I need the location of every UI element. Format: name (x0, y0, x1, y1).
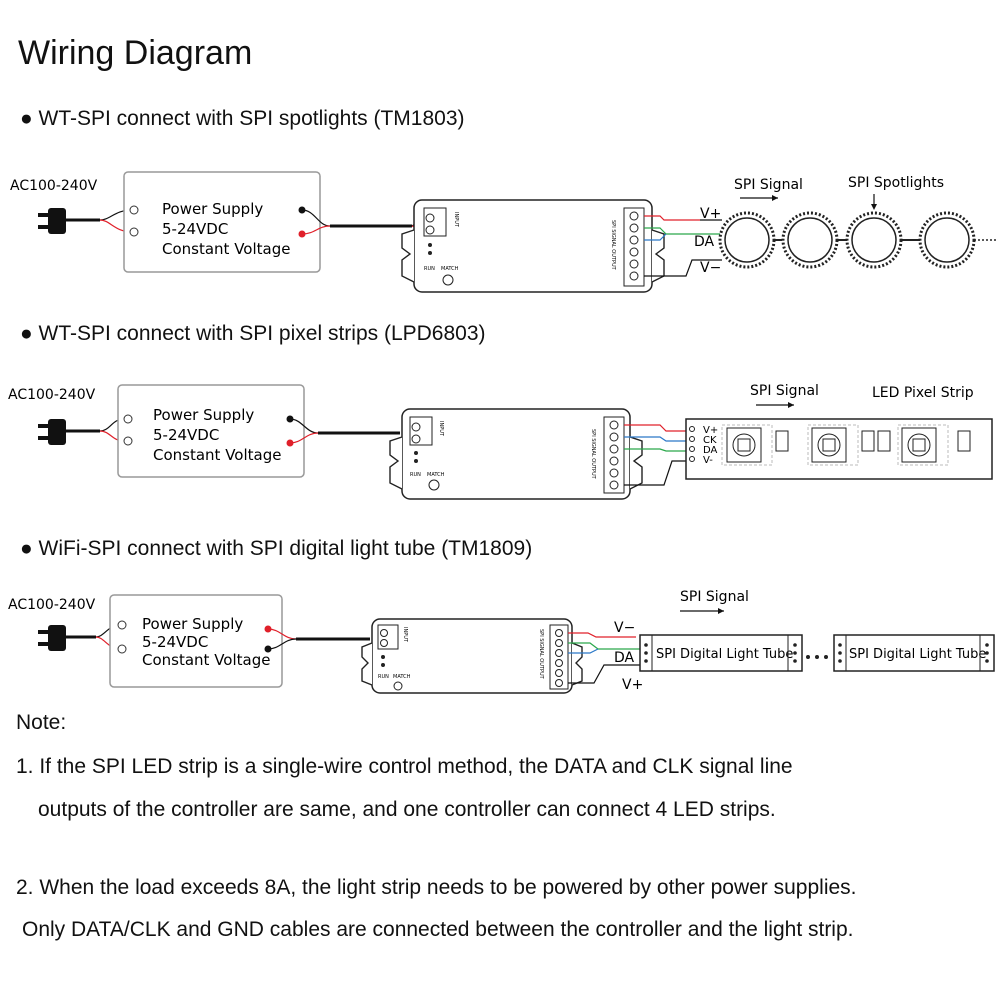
ps-label-3: Constant Voltage (162, 240, 290, 258)
bullet-section-3: ● WiFi-SPI connect with SPI digital ligh… (20, 537, 533, 560)
controller-input-label: INPUT (402, 627, 408, 643)
controller-output-label: SPI SIGNAL OUTPUT (610, 220, 616, 271)
spotlight (781, 211, 839, 269)
ps-label-1: Power Supply (153, 406, 254, 424)
pin-da: DA (703, 445, 718, 456)
controller-input-label: INPUT (453, 212, 459, 228)
power-plug-icon (38, 208, 100, 234)
ps-label-3: Constant Voltage (142, 651, 270, 669)
controller-output-label: SPI SIGNAL OUTPUT (590, 429, 596, 480)
pin-vminus: V− (614, 620, 635, 636)
spotlight (918, 211, 976, 269)
page-title: Wiring Diagram (18, 34, 253, 72)
signal-arrow-icon (788, 402, 794, 408)
controller-run-label: RUN (410, 472, 421, 478)
device-label: LED Pixel Strip (872, 385, 974, 401)
pin-da: DA (694, 234, 715, 250)
controller-unit: INPUT RUN MATCH SPI SIGNAL OUTPUT (401, 199, 665, 293)
pin-vminus: V− (700, 260, 721, 276)
controller-run-label: RUN (378, 674, 389, 680)
spi-signal-label: SPI Signal (680, 589, 749, 605)
light-tube: SPI Digital Light Tube (639, 634, 803, 672)
light-tube: SPI Digital Light Tube (833, 634, 995, 672)
device-label: SPI Spotlights (848, 175, 944, 191)
spi-signal-label: SPI Signal (734, 177, 803, 193)
ps-label-2: 5-24VDC (142, 633, 208, 651)
note-2-line-1: 2. When the load exceeds 8A, the light s… (16, 876, 857, 899)
power-plug-icon (38, 419, 100, 445)
pin-da: DA (614, 650, 635, 666)
note-2-line-2: Only DATA/CLK and GND cables are connect… (22, 918, 854, 941)
pointer-arrow-icon (871, 204, 877, 210)
bullet-section-1: ● WT-SPI connect with SPI spotlights (TM… (20, 107, 465, 130)
led-pixel-strip: V+ CK DA V- (685, 418, 993, 480)
power-plug-icon (38, 625, 96, 651)
diagram-light-tube: AC100-240V Power Supply 5-24VDC Constant… (8, 589, 995, 694)
ps-label-2: 5-24VDC (162, 220, 228, 238)
power-supply-box (117, 384, 305, 478)
pin-ck: CK (703, 435, 717, 446)
diagram-pixel-strip: AC100-240V Power Supply 5-24VDC Constant… (8, 383, 993, 500)
ac-input-label: AC100-240V (10, 178, 98, 194)
controller-input-label: INPUT (438, 421, 444, 437)
pin-vplus: V+ (703, 425, 718, 436)
controller-output-label: SPI SIGNAL OUTPUT (538, 629, 544, 680)
ac-input-label: AC100-240V (8, 387, 96, 403)
spotlight (718, 211, 776, 269)
diagram-spotlights: AC100-240V Power Supply 5-24VDC Constant… (10, 171, 996, 293)
note-heading: Note: (16, 711, 67, 734)
controller-match-label: MATCH (441, 266, 459, 272)
signal-arrow-icon (772, 195, 778, 201)
pin-vplus: V+ (700, 206, 721, 222)
spotlight (845, 211, 903, 269)
ps-label-2: 5-24VDC (153, 426, 219, 444)
controller-run-label: RUN (424, 266, 435, 272)
spi-signal-label: SPI Signal (750, 383, 819, 399)
device-label: SPI Digital Light Tube (656, 647, 793, 662)
ac-input-label: AC100-240V (8, 597, 96, 613)
pin-vminus: V- (703, 455, 713, 466)
note-1-line-2: outputs of the controller are same, and … (38, 798, 776, 821)
controller-match-label: MATCH (427, 472, 445, 478)
note-1-line-1: 1. If the SPI LED strip is a single-wire… (16, 755, 793, 778)
ps-label-3: Constant Voltage (153, 446, 281, 464)
bullet-section-2: ● WT-SPI connect with SPI pixel strips (… (20, 322, 486, 345)
controller-unit: INPUT RUN MATCH SPI SIGNAL OUTPUT (361, 618, 583, 694)
controller-match-label: MATCH (393, 674, 411, 680)
power-supply-box (109, 594, 283, 688)
ps-label-1: Power Supply (142, 615, 243, 633)
ps-label-1: Power Supply (162, 200, 263, 218)
device-label: SPI Digital Light Tube (849, 647, 986, 662)
pin-vplus: V+ (622, 677, 643, 693)
signal-arrow-icon (718, 608, 724, 614)
controller-unit: INPUT RUN MATCH SPI SIGNAL OUTPUT (389, 408, 643, 500)
